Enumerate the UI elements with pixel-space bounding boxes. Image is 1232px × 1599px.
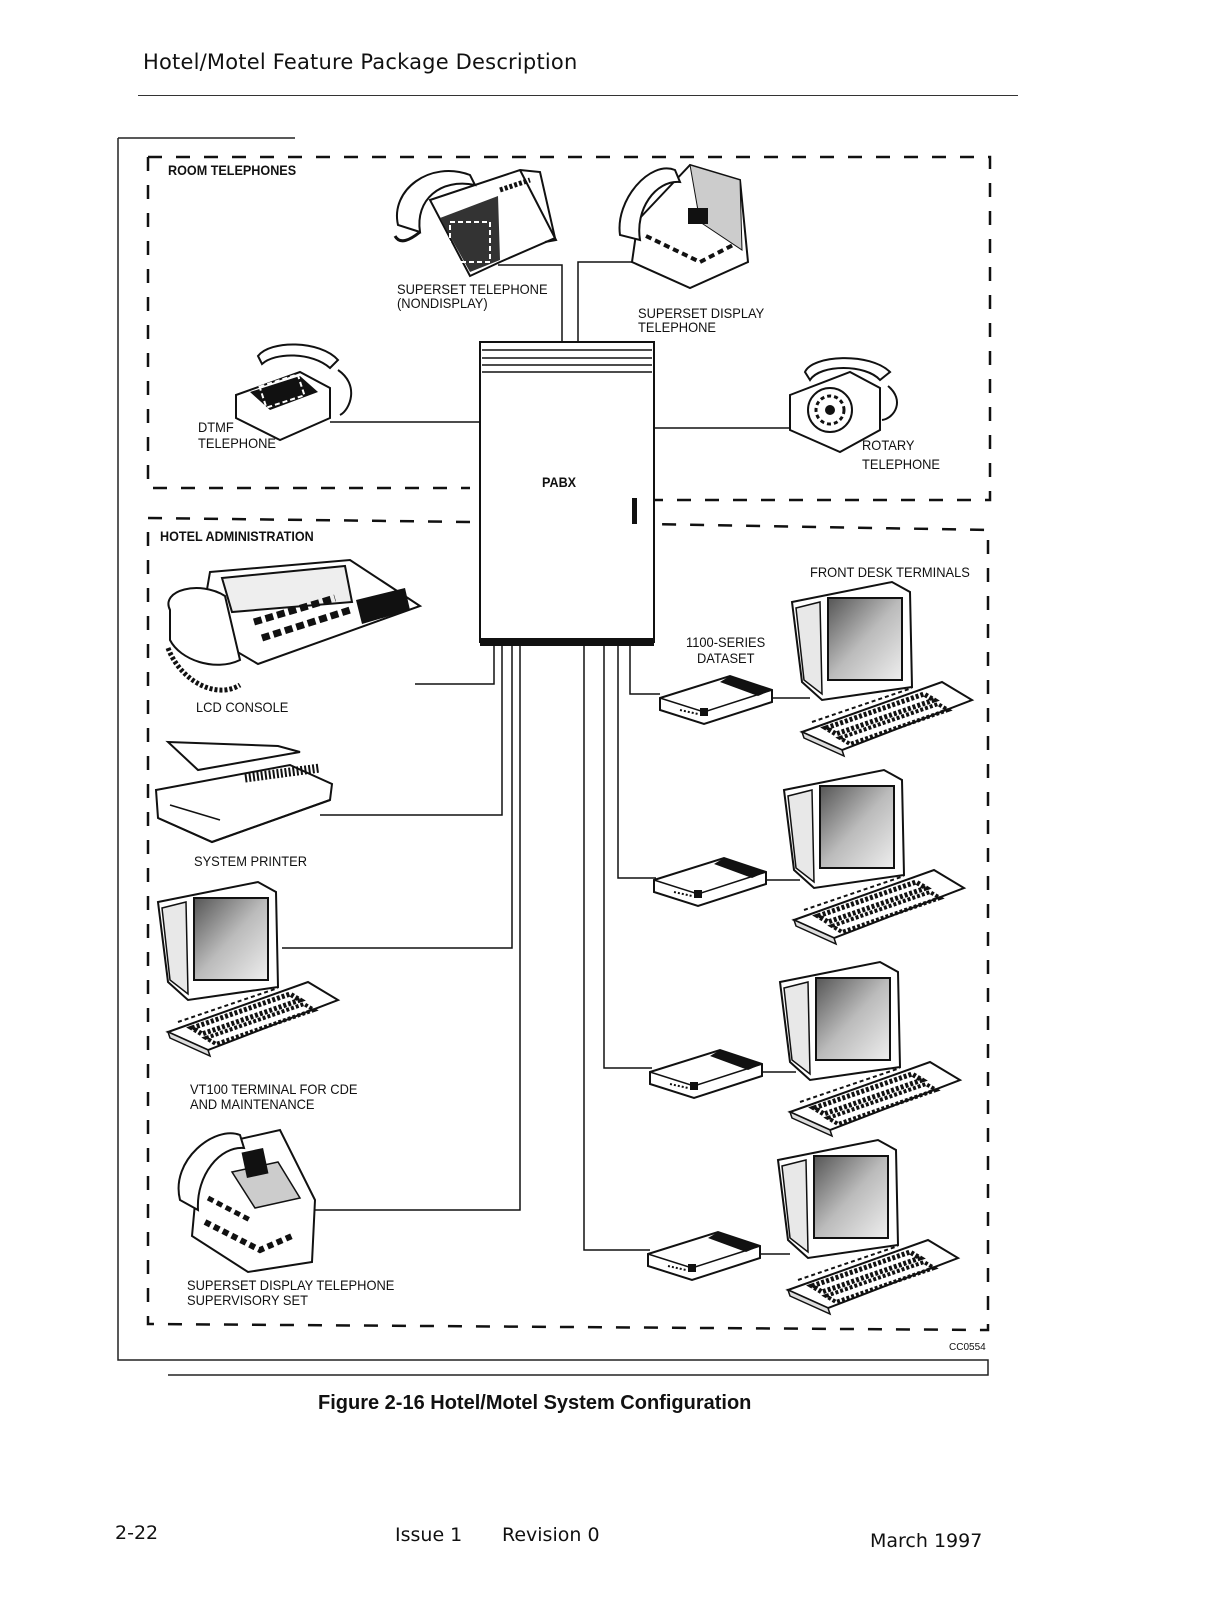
front-desk-terminal-icon-1 xyxy=(792,582,972,756)
vt100-terminal-icon xyxy=(158,882,338,1056)
dataset-icon-2 xyxy=(653,857,767,907)
dataset-icon-4 xyxy=(647,1231,761,1281)
superset-nondisplay-label-line1: SUPERSET TELEPHONE xyxy=(397,281,548,297)
figure-code: CC0554 xyxy=(949,1342,986,1353)
system-printer-label: SYSTEM PRINTER xyxy=(194,853,308,869)
lcd-console-icon xyxy=(165,558,423,693)
superset-display-label-line2: TELEPHONE xyxy=(638,319,717,335)
rotary-label-line2: TELEPHONE xyxy=(862,456,941,472)
vt100-label-line2: AND MAINTENANCE xyxy=(190,1096,315,1112)
dataset-icon-1 xyxy=(659,675,773,725)
page-header-title: Hotel/Motel Feature Package Description xyxy=(143,50,578,74)
superset-nondisplay-label-line2: (NONDISPLAY) xyxy=(397,295,488,311)
front-desk-terminal-icon-2 xyxy=(784,770,964,944)
pabx-cabinet xyxy=(479,341,655,646)
superset-display-telephone-icon xyxy=(618,163,750,290)
revision-label: Revision 0 xyxy=(502,1524,600,1546)
supervisory-label-line1: SUPERSET DISPLAY TELEPHONE xyxy=(187,1277,395,1293)
lcd-console-label: LCD CONSOLE xyxy=(196,699,289,715)
pabx-label: PABX xyxy=(542,474,577,490)
dataset-icon-3 xyxy=(649,1049,763,1099)
dtmf-label-line2: TELEPHONE xyxy=(198,435,277,451)
vt100-label-line1: VT100 TERMINAL FOR CDE xyxy=(190,1081,358,1097)
rotary-label-line1: ROTARY xyxy=(862,437,915,453)
supervisory-set-telephone-icon xyxy=(177,1128,317,1274)
superset-nondisplay-telephone-icon xyxy=(393,168,558,278)
page-number: 2-22 xyxy=(115,1522,159,1544)
supervisory-label-line2: SUPERVISORY SET xyxy=(187,1292,308,1308)
front-desk-terminal-icon-4 xyxy=(778,1140,958,1314)
room-telephones-heading: ROOM TELEPHONES xyxy=(168,162,297,178)
issue-label: Issue 1 xyxy=(395,1524,463,1546)
figure-caption: Figure 2-16 Hotel/Motel System Configura… xyxy=(318,1392,752,1414)
hotel-administration-heading: HOTEL ADMINISTRATION xyxy=(160,528,314,544)
dtmf-label-line1: DTMF xyxy=(198,419,234,435)
dataset-label-line1: 1100-SERIES xyxy=(686,634,766,650)
system-printer-icon xyxy=(154,740,334,844)
front-desk-terminals-heading: FRONT DESK TERMINALS xyxy=(810,564,970,580)
dtmf-telephone-icon xyxy=(235,343,353,442)
superset-display-label-line1: SUPERSET DISPLAY xyxy=(638,305,765,321)
rotary-telephone-icon xyxy=(789,357,898,454)
dataset-label-line2: DATASET xyxy=(697,650,755,666)
front-desk-terminal-icon-3 xyxy=(780,962,960,1136)
date-label: March 1997 xyxy=(870,1530,983,1552)
header-rule xyxy=(138,95,1018,96)
